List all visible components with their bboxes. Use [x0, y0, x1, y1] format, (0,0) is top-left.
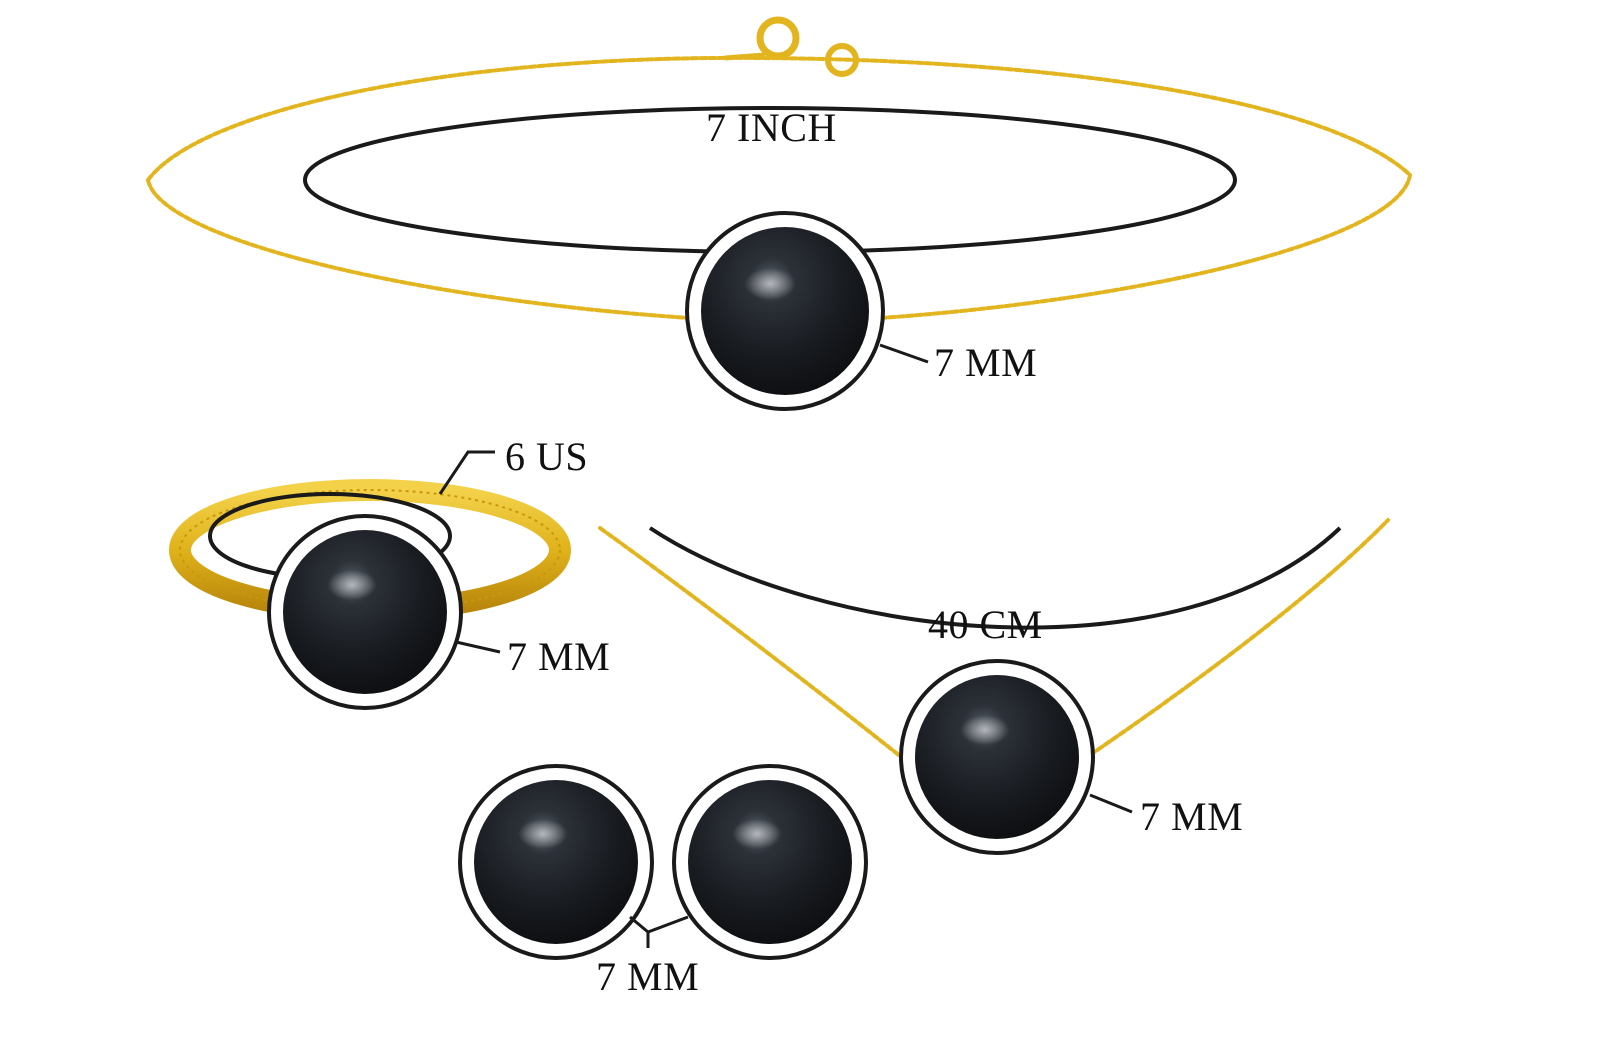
bracelet-chain-front: [146, 173, 1412, 320]
necklace-pearl: [915, 675, 1079, 839]
bracelet-clasp-ring: [756, 16, 800, 60]
bracelet-length-label: 7 INCH: [706, 105, 837, 150]
bracelet: [146, 16, 1412, 411]
earrings: [458, 764, 868, 960]
necklace-chain-left: [598, 526, 907, 762]
ring-pearl: [283, 530, 447, 694]
earrings-pearl-leader: [629, 915, 689, 934]
earring-left-pearl: [474, 780, 638, 944]
ring-pearl-size-label: 7 MM: [507, 634, 611, 679]
necklace-length-label: 40 CM: [928, 602, 1043, 647]
bracelet-jump-ring: [825, 43, 859, 77]
ring: [169, 450, 571, 710]
earring-right-pearl: [688, 780, 852, 944]
bracelet-chain-back: [146, 55, 1412, 182]
necklace-pearl-leader: [1089, 793, 1133, 814]
earrings-pearl-size-label: 7 MM: [596, 954, 700, 999]
ring-size-label: 6 US: [505, 434, 589, 479]
necklace: [598, 518, 1390, 855]
ring-pearl-leader: [455, 640, 501, 654]
bracelet-pearl-leader: [879, 343, 929, 364]
ring-size-leader: [438, 450, 495, 495]
bracelet-pearl: [701, 227, 869, 395]
necklace-chain-right: [1088, 518, 1390, 757]
necklace-pearl-size-label: 7 MM: [1140, 794, 1244, 839]
necklace-length-arc: [648, 526, 1342, 630]
bracelet-pearl-size-label: 7 MM: [934, 340, 1038, 385]
